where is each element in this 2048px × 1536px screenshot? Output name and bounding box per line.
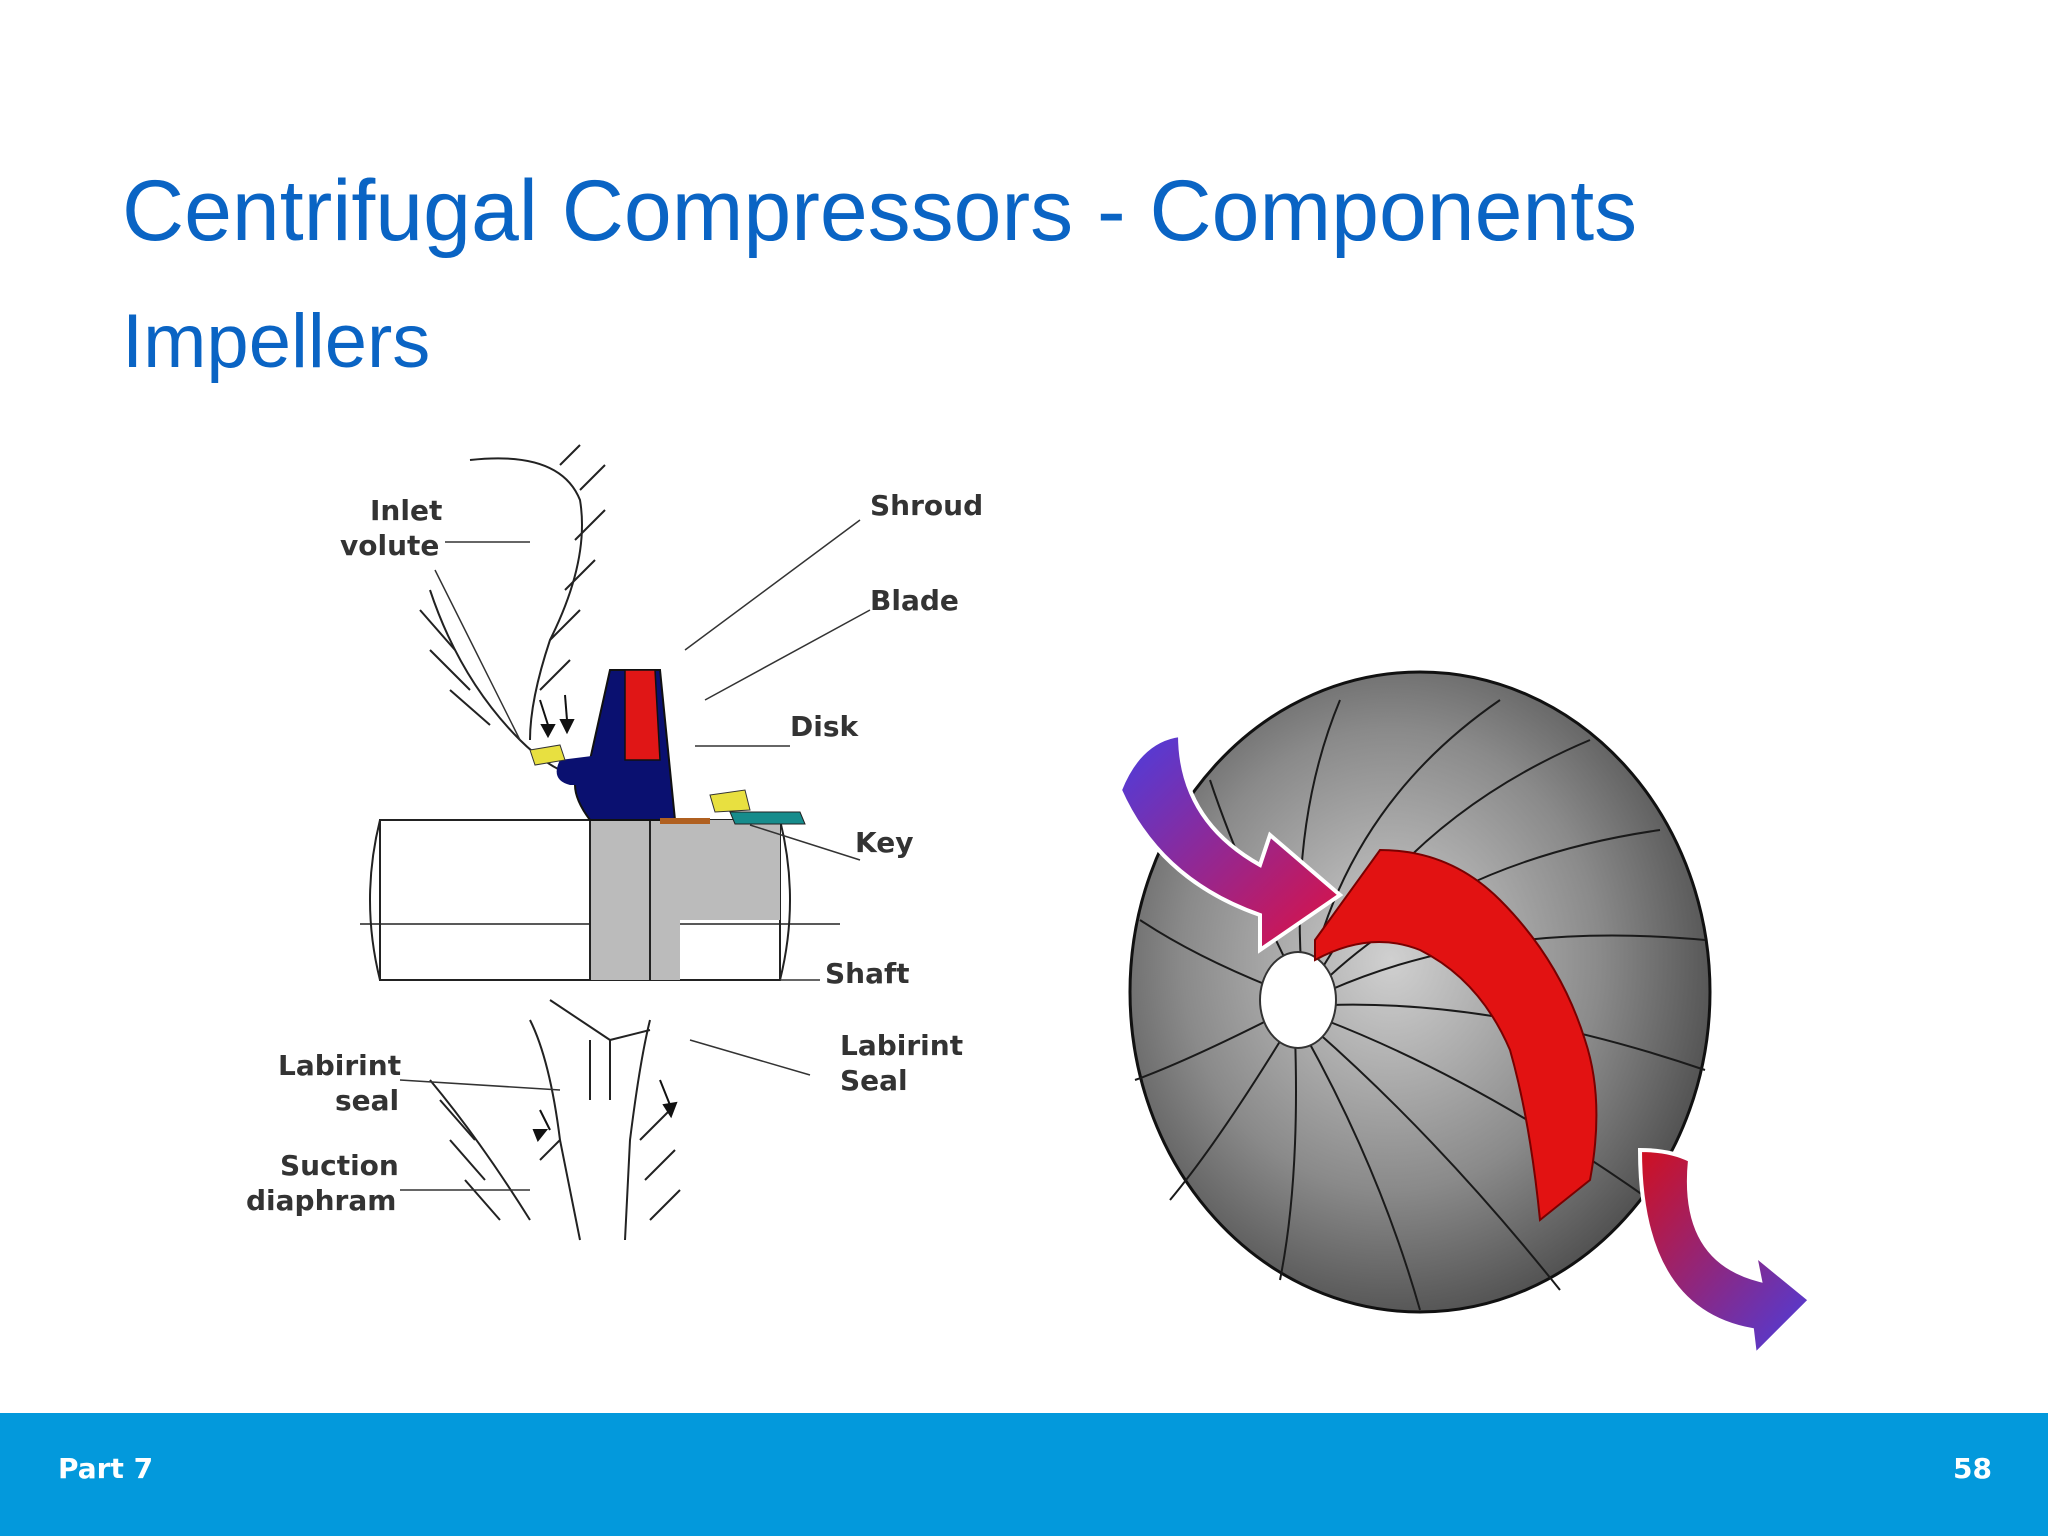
label-labirint-seal-right-1: Labirint [840, 1029, 963, 1062]
label-disk: Disk [790, 710, 860, 743]
impeller-eye [1259, 951, 1337, 1049]
label-labirint-seal-right-2: Seal [840, 1064, 908, 1097]
slide-title: Centrifugal Compressors - Components [122, 163, 1638, 259]
label-key: Key [855, 826, 913, 859]
label-labirint-seal-left-2: seal [335, 1084, 399, 1117]
label-shroud: Shroud [870, 489, 983, 522]
impeller-3d-illustration [1120, 670, 1813, 1360]
inlet-volute-outline [469, 457, 583, 741]
slide-subtitle: Impellers [122, 299, 431, 384]
label-shaft: Shaft [825, 957, 910, 990]
label-suction-diaphram-1: Suction [280, 1149, 399, 1182]
casing-hatching-top [539, 444, 606, 691]
label-inlet-volute-1: Inlet [370, 494, 442, 527]
flow-channel [1314, 848, 1598, 1222]
inlet-flow-arrow [1120, 732, 1344, 954]
impeller-cross-section-diagram: Inlet volute Shroud Blade Disk Key Shaft… [246, 444, 983, 1241]
label-labirint-seal-left-1: Labirint [278, 1049, 401, 1082]
page-number: 58 [1953, 1452, 1992, 1485]
label-inlet-volute-2: volute [340, 529, 439, 562]
outlet-flow-arrow [1637, 1147, 1813, 1360]
impeller-section [529, 669, 806, 825]
label-suction-diaphram-2: diaphram [246, 1184, 396, 1217]
casing-hatching-left [419, 609, 491, 726]
casing-hatching-bottom [439, 1099, 681, 1221]
footer-bar [0, 1413, 2048, 1536]
footer-section-label: Part 7 [58, 1452, 154, 1485]
label-blade: Blade [870, 584, 959, 617]
